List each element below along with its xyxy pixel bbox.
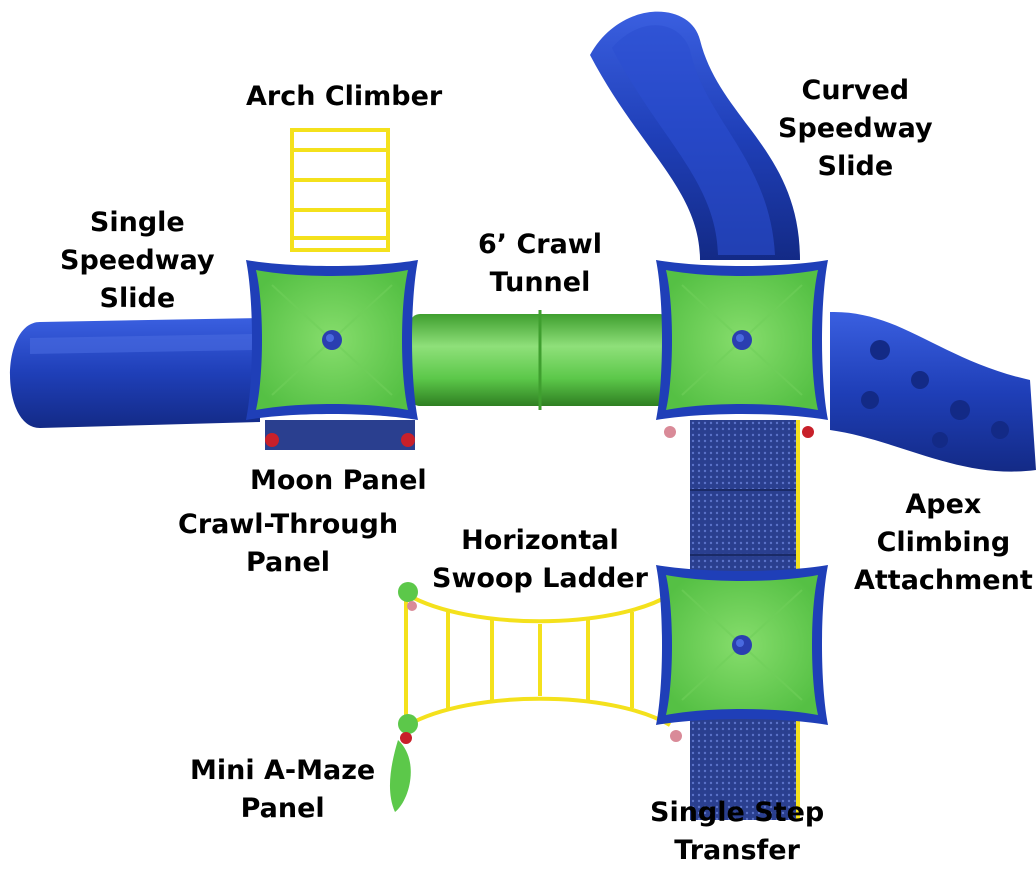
deck-posts <box>664 426 814 742</box>
moon-panel <box>265 420 415 450</box>
label-single-step-transfer: Single Step Transfer <box>650 794 824 870</box>
label-curved-line-2: Speedway <box>778 113 933 144</box>
crawl-tunnel <box>410 310 670 410</box>
label-arch-climber-line-1: Arch Climber <box>246 81 443 112</box>
label-tunnel-line-2: Tunnel <box>489 267 591 298</box>
label-single-line-1: Single <box>89 207 185 238</box>
single-speedway-slide <box>10 318 260 428</box>
mini-a-maze-panel <box>389 582 418 812</box>
label-arch-climber: Arch Climber <box>246 78 442 116</box>
label-moon-panel: Moon Panel <box>250 462 427 500</box>
apex-climbing-attachment <box>830 311 1036 472</box>
label-crawl-tunnel: 6’ Crawl Tunnel <box>478 226 602 302</box>
label-apex-line-2: Climbing <box>876 527 1011 558</box>
label-curved-speedway-slide: Curved Speedway Slide <box>778 72 933 186</box>
label-curved-line-1: Curved <box>801 75 910 106</box>
label-maze-line-2: Panel <box>240 793 325 824</box>
label-single-line-3: Slide <box>99 283 176 314</box>
label-maze-line-1: Mini A-Maze <box>190 755 376 786</box>
label-apex-climbing-attachment: Apex Climbing Attachment <box>854 486 1033 600</box>
horizontal-swoop-ladder <box>404 593 672 727</box>
curved-speedway-slide <box>590 11 800 260</box>
label-crawl-through-panel: Crawl-Through Panel <box>178 506 398 582</box>
label-step-line-1: Single Step <box>650 797 825 828</box>
arch-climber <box>290 128 390 252</box>
label-crawl-through-line-2: Panel <box>245 547 331 578</box>
label-mini-a-maze-panel: Mini A-Maze Panel <box>190 752 375 828</box>
label-tunnel-line-1: 6’ Crawl <box>478 229 602 260</box>
label-apex-line-1: Apex <box>905 489 982 520</box>
label-horizontal-swoop-ladder: Horizontal Swoop Ladder <box>432 522 648 598</box>
deck-bottom <box>655 564 829 726</box>
label-moon-line-1: Moon Panel <box>250 465 427 496</box>
label-step-line-2: Transfer <box>674 835 800 866</box>
label-ladder-line-1: Horizontal <box>461 525 619 556</box>
label-apex-line-3: Attachment <box>854 565 1033 596</box>
label-crawl-through-line-1: Crawl-Through <box>178 509 399 540</box>
deck-left <box>245 259 419 421</box>
label-single-speedway-slide: Single Speedway Slide <box>60 204 215 318</box>
label-curved-line-3: Slide <box>817 151 894 182</box>
label-ladder-line-2: Swoop Ladder <box>432 563 648 594</box>
deck-right <box>655 259 829 421</box>
label-single-line-2: Speedway <box>60 245 215 276</box>
